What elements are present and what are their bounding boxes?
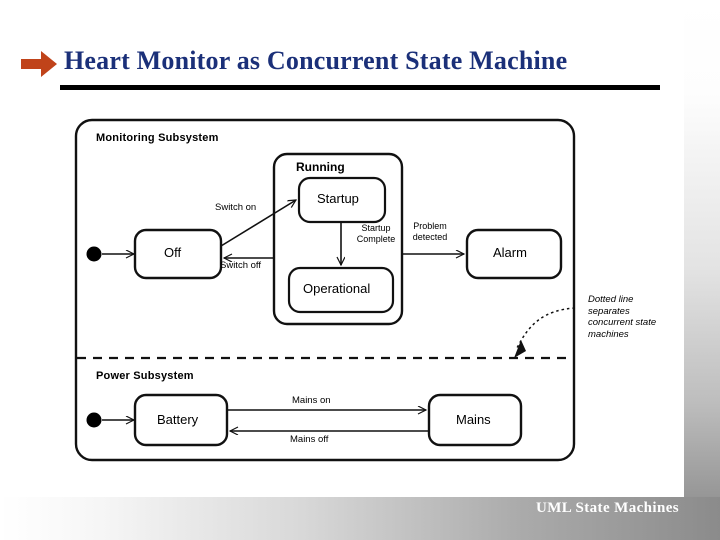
annotation-note-line3: concurrent state (588, 317, 657, 328)
state-label-running: Running (296, 160, 345, 174)
bottom-gradient-band (0, 497, 720, 540)
title-underline-rule (60, 85, 660, 90)
transition-label-problem-detected-line1: Problem (413, 221, 447, 231)
state-label-alarm: Alarm (493, 245, 527, 260)
transition-label-startup-complete-line2: Complete (356, 234, 396, 244)
right-gradient-band (684, 0, 720, 517)
transition-label-startup-complete-line1: Startup (361, 223, 391, 233)
annotation-leader-arrow (514, 307, 576, 358)
page-title: Heart Monitor as Concurrent State Machin… (64, 46, 568, 75)
state-label-startup: Startup (317, 191, 359, 206)
transition-label-switch-on: Switch on (215, 202, 257, 213)
region-label-power: Power Subsystem (96, 370, 194, 382)
state-startup (297, 176, 387, 224)
state-label-battery: Battery (157, 412, 199, 427)
state-off (133, 228, 223, 280)
state-label-mains: Mains (456, 412, 491, 427)
annotation-note-line1: Dotted line (588, 294, 634, 305)
transition-label-mains-off: Mains off (290, 434, 329, 445)
transition-label-problem-detected-line2: detected (412, 232, 448, 242)
initial-state-monitoring (86, 246, 135, 262)
annotation-note-line2: separates (588, 305, 630, 317)
state-mains (427, 393, 523, 447)
transition-switch-on (220, 200, 296, 247)
footer-label: UML State Machines (536, 500, 680, 516)
state-battery (133, 393, 229, 447)
annotation-note: Dotted line separates concurrent state m… (588, 294, 684, 340)
uml-state-diagram: Monitoring Subsystem Off Running Startup… (74, 118, 576, 462)
region-label-monitoring: Monitoring Subsystem (96, 132, 219, 144)
annotation-note-line4: machines (588, 328, 629, 340)
transition-label-problem-detected: Problem detected (398, 221, 462, 243)
transition-label-switch-off: Switch off (220, 260, 262, 271)
transition-label-mains-on: Mains on (292, 395, 331, 406)
state-alarm (465, 228, 563, 280)
arrow-bullet-icon (19, 47, 59, 81)
transition-label-startup-complete: Startup Complete (346, 223, 406, 245)
state-label-off: Off (164, 245, 182, 260)
initial-state-power (86, 412, 135, 428)
state-label-operational: Operational (303, 281, 371, 296)
state-operational (287, 266, 395, 314)
